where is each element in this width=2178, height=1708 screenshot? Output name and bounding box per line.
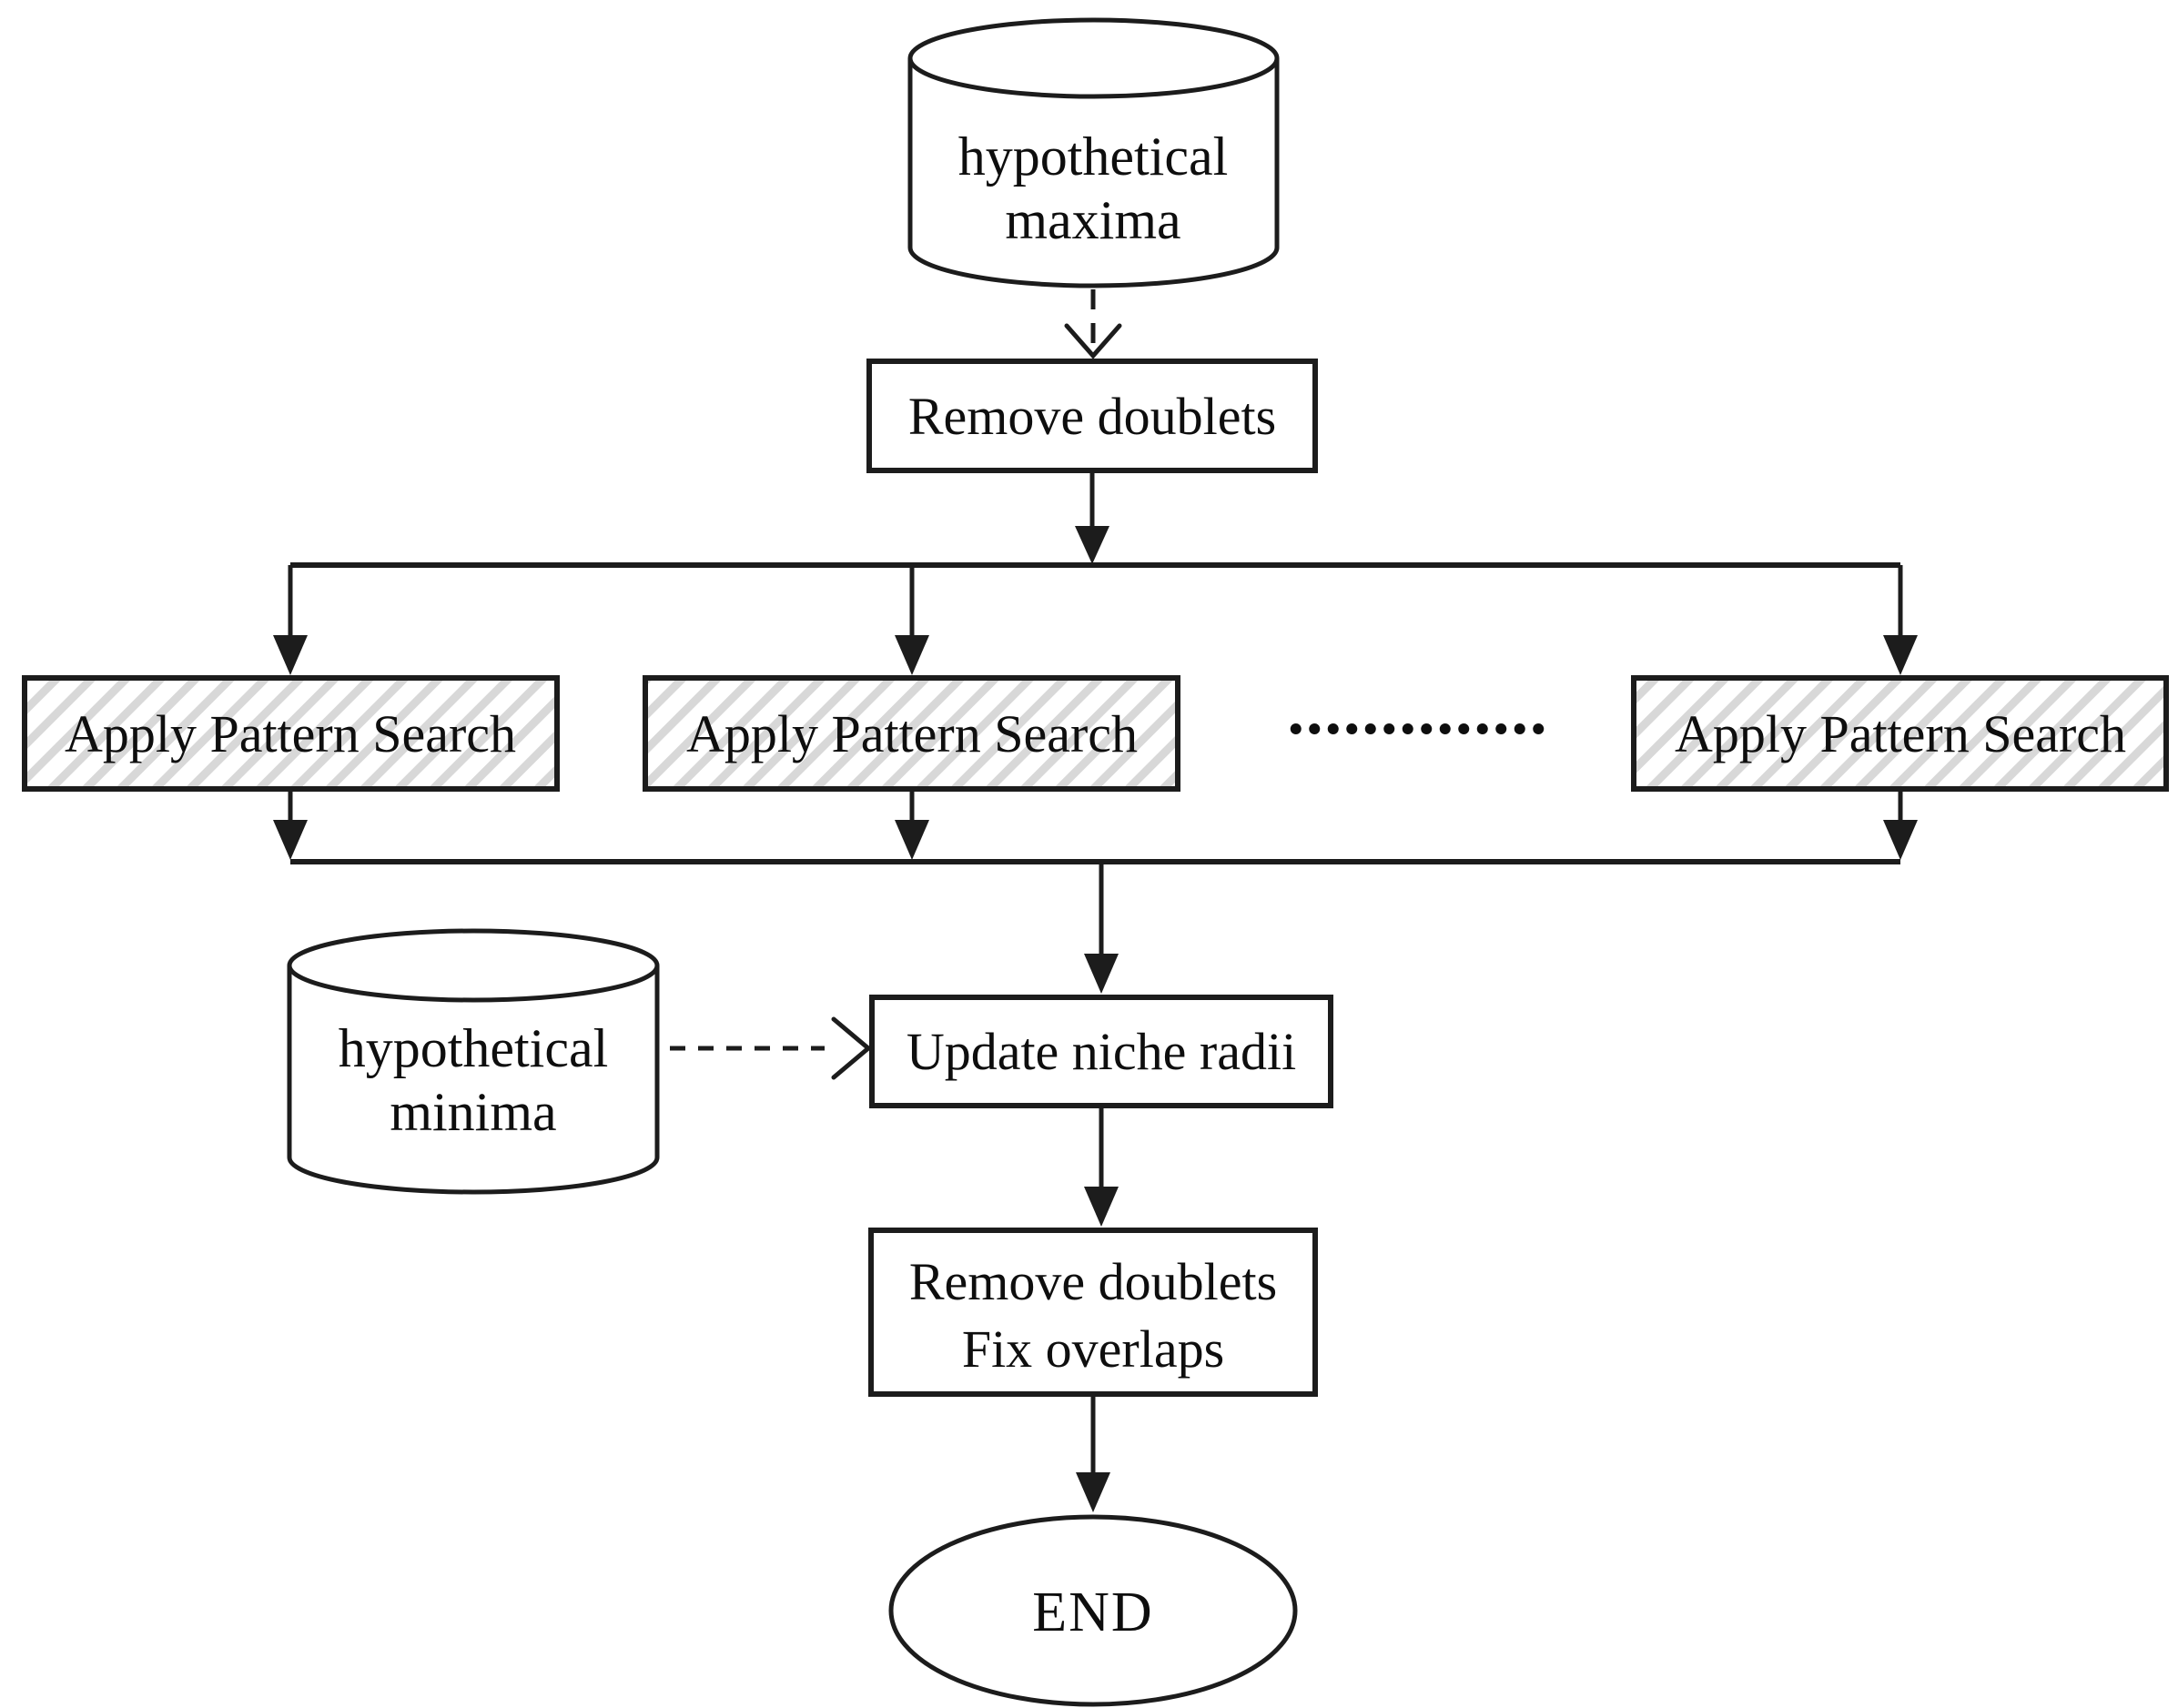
filled-arrowhead-down-icon <box>1883 820 1918 860</box>
end-node: END <box>888 1514 1298 1707</box>
filled-arrowhead-down-icon <box>895 635 929 675</box>
edge-maxima-to-remove-doublets <box>1064 289 1122 359</box>
fix-overlaps-line: Fix overlaps <box>962 1319 1224 1379</box>
filled-arrowhead-down-icon <box>1075 526 1109 564</box>
hatched-process-box <box>22 675 560 792</box>
filled-arrowhead-down-icon <box>1084 1187 1119 1227</box>
terminator-ellipse <box>888 1514 1298 1707</box>
edge-minima-to-update <box>670 1016 872 1080</box>
apply-pattern-search-node-right: Apply Pattern Search <box>1631 675 2169 792</box>
remove-doublets-fix-overlaps-node: Remove doublets Fix overlaps <box>868 1228 1318 1397</box>
filled-arrowhead-down-icon <box>1076 1472 1110 1512</box>
apply-pattern-search-node-middle: Apply Pattern Search <box>643 675 1180 792</box>
branch-fanout-lines <box>273 562 1918 675</box>
open-arrowhead-down-icon <box>1064 323 1122 359</box>
open-arrowhead-right-icon <box>831 1016 872 1080</box>
maxima-database-node: hypothetical maxima <box>907 17 1280 288</box>
minima-label-line2: minima <box>390 1082 556 1142</box>
apply-pattern-search-label: Apply Pattern Search <box>1675 704 2126 763</box>
converge-fanin-lines <box>273 789 1918 864</box>
filled-arrowhead-down-icon <box>273 635 308 675</box>
remove-doublets-node: Remove doublets <box>866 359 1318 473</box>
update-niche-radii-label: Update niche radii <box>907 1022 1296 1081</box>
ellipsis-separator: .............. <box>1288 674 1549 749</box>
maxima-label-line1: hypothetical <box>958 126 1229 187</box>
filled-arrowhead-down-icon <box>895 820 929 860</box>
filled-arrowhead-down-icon <box>1084 954 1119 994</box>
process-box <box>866 359 1318 473</box>
filled-arrowhead-down-icon <box>273 820 308 860</box>
remove-doublets-line: Remove doublets <box>909 1252 1277 1311</box>
end-label: END <box>1032 1582 1153 1643</box>
apply-pattern-search-node-left: Apply Pattern Search <box>22 675 560 792</box>
database-cylinder-icon <box>287 965 660 1195</box>
database-cylinder-top <box>907 17 1280 99</box>
edge-update-to-removefix <box>1084 1106 1119 1227</box>
hatched-process-box <box>1631 675 2169 792</box>
edge-converge-to-update <box>1084 862 1119 994</box>
process-box <box>869 995 1333 1108</box>
minima-label-line1: hypothetical <box>339 1018 609 1078</box>
process-box <box>868 1228 1318 1397</box>
maxima-label-line2: maxima <box>1005 190 1180 250</box>
apply-pattern-search-label: Apply Pattern Search <box>686 704 1138 763</box>
filled-arrowhead-down-icon <box>1883 635 1918 675</box>
edge-remove-doublets-to-branch <box>1075 470 1109 564</box>
minima-database-node: hypothetical minima <box>287 928 660 1195</box>
remove-doublets-label: Remove doublets <box>908 387 1276 446</box>
apply-pattern-search-label: Apply Pattern Search <box>65 704 516 763</box>
update-niche-radii-node: Update niche radii <box>869 995 1333 1108</box>
edge-removefix-to-end <box>1076 1394 1110 1512</box>
hatched-process-box <box>643 675 1180 792</box>
database-cylinder-icon <box>907 58 1280 288</box>
database-cylinder-top <box>287 928 660 1003</box>
